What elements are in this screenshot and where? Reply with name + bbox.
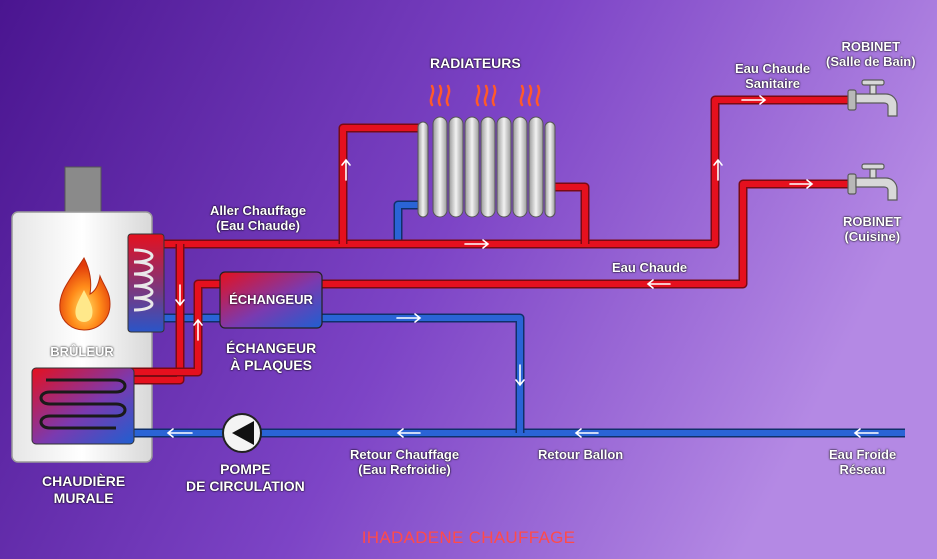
heating-return-label: Retour Chauffage (Eau Refroidie): [350, 447, 460, 477]
kitchen-faucet-label: ROBINET (Cuisine): [843, 214, 902, 244]
exchanger-box-label: ÉCHANGEUR: [229, 292, 313, 307]
pump-icon: [222, 413, 262, 453]
heat-waves-icon: [429, 84, 541, 107]
burner-label: BRÛLEUR: [50, 344, 114, 359]
domestic-hot-water-label: Eau Chaude Sanitaire: [735, 61, 811, 91]
heating-flow-label: Aller Chauffage (Eau Chaude): [210, 203, 307, 233]
radiators-label: RADIATEURS: [430, 55, 521, 71]
radiator-icon: [417, 116, 556, 218]
bathroom-faucet-label: ROBINET (Salle de Bain): [826, 39, 916, 69]
hot-water-label: Eau Chaude: [612, 260, 688, 275]
boiler-coil-lower: [31, 367, 135, 445]
plate-heat-exchanger: [219, 271, 323, 329]
pump-label: POMPE DE CIRCULATION: [186, 461, 305, 494]
flow-arrow-icon: [166, 95, 879, 438]
boiler-coil-upper: [127, 233, 165, 333]
plate-exchanger-label: ÉCHANGEUR À PLAQUES: [226, 340, 317, 373]
boiler-flue: [64, 166, 102, 213]
cold-water-label: Eau Froide Réseau: [829, 447, 897, 477]
faucet-icon: [847, 163, 898, 201]
flame-icon: [59, 256, 111, 331]
tank-return-label: Retour Ballon: [538, 447, 624, 462]
boiler-label: CHAUDIÈRE MURALE: [42, 473, 126, 506]
footer-credit: IHADADENE CHAUFFAGE: [361, 528, 576, 547]
faucet-icon: [847, 79, 898, 117]
